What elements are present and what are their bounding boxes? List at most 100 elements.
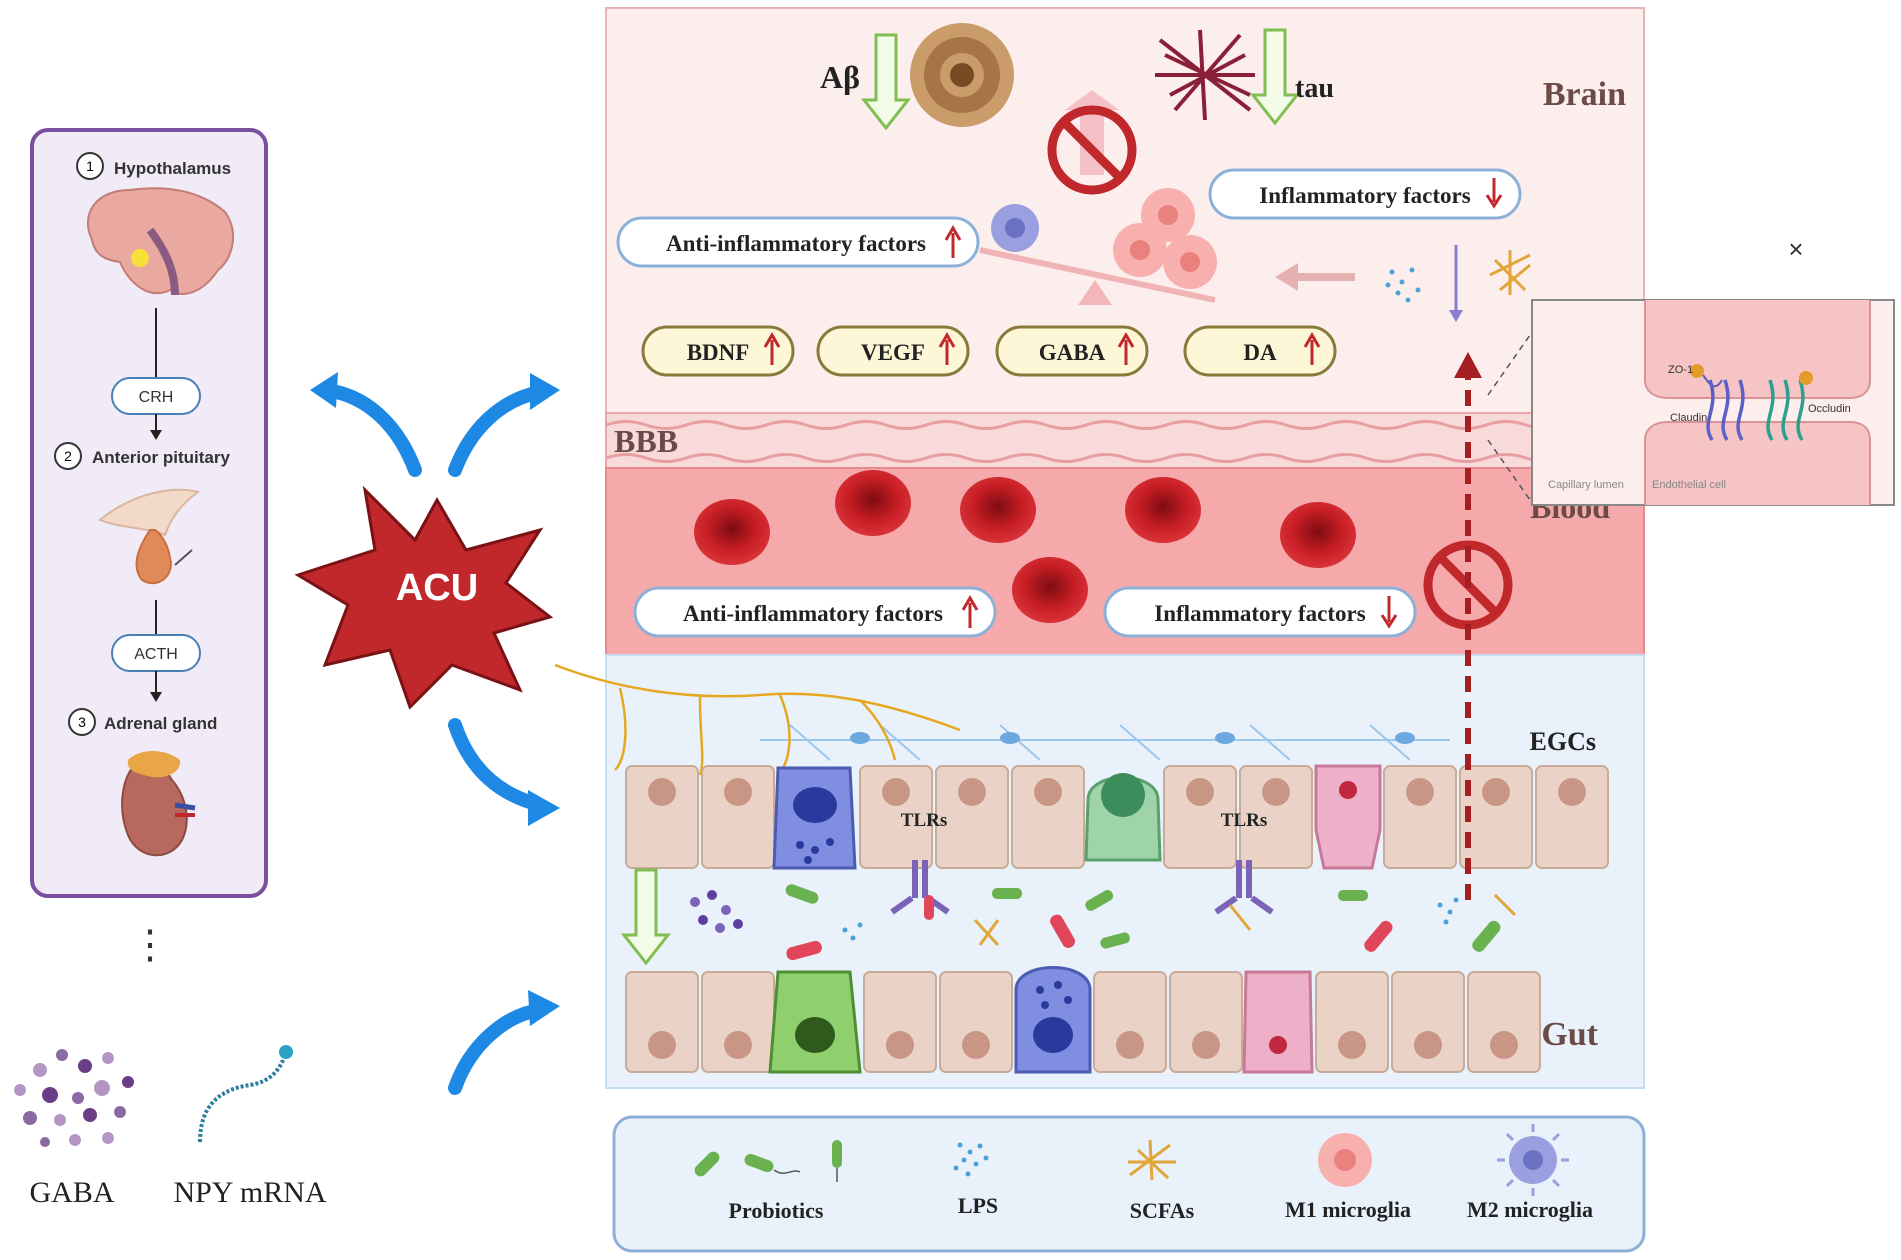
da-up-arrow <box>1303 332 1321 365</box>
brain-icon <box>86 187 234 296</box>
upper-epithelium <box>625 764 1609 870</box>
gut-label: Gut <box>1541 1016 1598 1053</box>
blue-arrows <box>310 372 560 1095</box>
zo1-marker-1 <box>1690 364 1704 378</box>
da-pill: DA <box>1183 325 1337 377</box>
legend-m2-microglia-icon <box>1497 1124 1569 1196</box>
claudin-label: Claudin <box>1670 412 1707 424</box>
brain-anti-inflammatory-up-arrow <box>944 225 962 258</box>
abeta-label: Aβ <box>820 59 860 95</box>
bbb-label: BBB <box>614 423 678 459</box>
blood-inflammatory-pill: Inflammatory factors <box>1103 586 1417 638</box>
popup-close-icon[interactable]: × <box>1788 234 1803 264</box>
gut-down-arrow <box>620 868 672 966</box>
pituitary-step: 2 Anterior pituitary <box>54 442 230 470</box>
legend-scfas-icon <box>1128 1139 1176 1181</box>
tlr-receptor-2 <box>1214 860 1274 915</box>
zoom-connector-top <box>1487 334 1531 396</box>
blood-inflammatory-label: Inflammatory factors <box>1154 601 1365 626</box>
blood-anti-inflammatory-label: Anti-inflammatory factors <box>683 601 943 626</box>
pituitary-number: 2 <box>64 448 72 464</box>
pituitary-icon <box>98 488 201 585</box>
da-label: DA <box>1243 340 1277 365</box>
tlrs-label-1: TLRs <box>901 810 947 831</box>
red-blood-cells <box>694 470 1356 623</box>
hpa-axis-panel: 1 Hypothalamus CRH 2 Anterior pituitary <box>30 128 268 898</box>
tight-junction-popup: ZO-1 Claudin Occludin Capillary lumen En… <box>1531 299 1895 506</box>
lower-epithelium <box>625 966 1541 1074</box>
capillary-label: Capillary lumen <box>1548 479 1624 491</box>
tau-tangle-icon <box>1155 29 1255 121</box>
tlrs-label-2: TLRs <box>1221 810 1267 831</box>
vegf-label: VEGF <box>861 340 925 365</box>
blue-arrow-up-right <box>448 385 547 477</box>
zoom-connector-bottom <box>1487 439 1531 501</box>
occludin-label: Occludin <box>1808 403 1851 415</box>
gaba-pill: GABA <box>995 325 1149 377</box>
npy-mrna-label: NPY mRNA <box>173 1176 326 1209</box>
hpa-ellipsis: ⋮ <box>130 923 170 967</box>
hpa-arrowhead-1 <box>150 430 162 440</box>
tau-label: tau <box>1295 73 1334 104</box>
bdnf-pill: BDNF <box>641 325 795 377</box>
blood-anti-inflammatory-up-arrow <box>961 595 979 628</box>
blood-anti-inflammatory-pill: Anti-inflammatory factors <box>633 586 997 638</box>
pituitary-label: Anterior pituitary <box>92 448 230 467</box>
adrenal-step: 3 Adrenal gland <box>68 708 217 736</box>
red-dashed-arrowhead <box>1454 352 1482 378</box>
occludin-strands <box>1766 379 1805 441</box>
crh-label: CRH <box>139 389 174 406</box>
blue-arrow-gut <box>448 1003 547 1095</box>
brain-inflammatory-pill: Inflammatory factors <box>1208 168 1522 220</box>
brain-lps-dots <box>1385 267 1421 303</box>
adrenal-gland-icon <box>121 751 196 857</box>
legend-m1-label: M1 microglia <box>1285 1197 1411 1222</box>
acth-label: ACTH <box>134 646 178 663</box>
acu-label: ACU <box>396 567 478 609</box>
hypothalamus-label: Hypothalamus <box>114 159 231 178</box>
crh-box: CRH <box>111 377 201 415</box>
vagal-nerve-fibers <box>554 663 961 776</box>
acu-star: ACU <box>294 485 554 710</box>
bdnf-up-arrow <box>763 332 781 365</box>
egcs-label: EGCs <box>1530 727 1596 756</box>
brain-region: Brain Aβ tau Inflammatory factors <box>605 7 1645 414</box>
npy-mrna-icon <box>198 1045 293 1143</box>
legend-lps-label: LPS <box>958 1193 998 1218</box>
vegf-up-arrow <box>938 332 956 365</box>
gaba-label: GABA <box>29 1176 114 1209</box>
lower-tuft-cell <box>1242 970 1314 1074</box>
brain-label: Brain <box>1543 76 1626 113</box>
hpa-arrowhead-2 <box>150 692 162 702</box>
legend-scfas-label: SCFAs <box>1130 1198 1195 1223</box>
blood-region: Blood Anti-inflammatory factors Inflamma… <box>605 467 1645 656</box>
bdnf-label: BDNF <box>687 340 750 365</box>
gaba-molecules-icon <box>14 1049 134 1147</box>
brain-inflammatory-down-arrow <box>1485 178 1503 209</box>
gut-lumen-microbes <box>620 868 1517 966</box>
legend-probiotics-label: Probiotics <box>729 1198 824 1223</box>
legend-lps-icon <box>953 1142 989 1177</box>
gaba-pill-label: GABA <box>1039 340 1106 365</box>
blue-arrow-down-right <box>448 718 547 812</box>
tau-down-arrow <box>1249 28 1301 126</box>
no-increase-sign <box>1047 90 1137 195</box>
blood-inflammatory-down-arrow <box>1380 596 1398 629</box>
brain-anti-inflammatory-label: Anti-inflammatory factors <box>666 231 926 256</box>
amyloid-plaque-icon <box>910 23 1014 127</box>
legend-panel: Probiotics LPS SCFAs M1 microglia M2 mic… <box>612 1115 1646 1253</box>
brain-scfa-icon <box>1489 250 1531 295</box>
claudin-strands <box>1706 379 1745 441</box>
endothelial-label: Endothelial cell <box>1652 479 1726 491</box>
gaba-up-arrow <box>1117 332 1135 365</box>
legend-probiotics-icon <box>694 1140 842 1182</box>
legend-m1-microglia-icon <box>1318 1133 1372 1187</box>
zo1-marker-2 <box>1799 371 1813 385</box>
tlr-receptor-1 <box>890 860 950 920</box>
hypothalamus-step: 1 Hypothalamus <box>76 152 231 180</box>
vegf-pill: VEGF <box>816 325 970 377</box>
enteric-glial-cells <box>760 724 1450 761</box>
abeta-down-arrow <box>860 33 912 131</box>
zo1-label: ZO-1 <box>1668 364 1693 376</box>
